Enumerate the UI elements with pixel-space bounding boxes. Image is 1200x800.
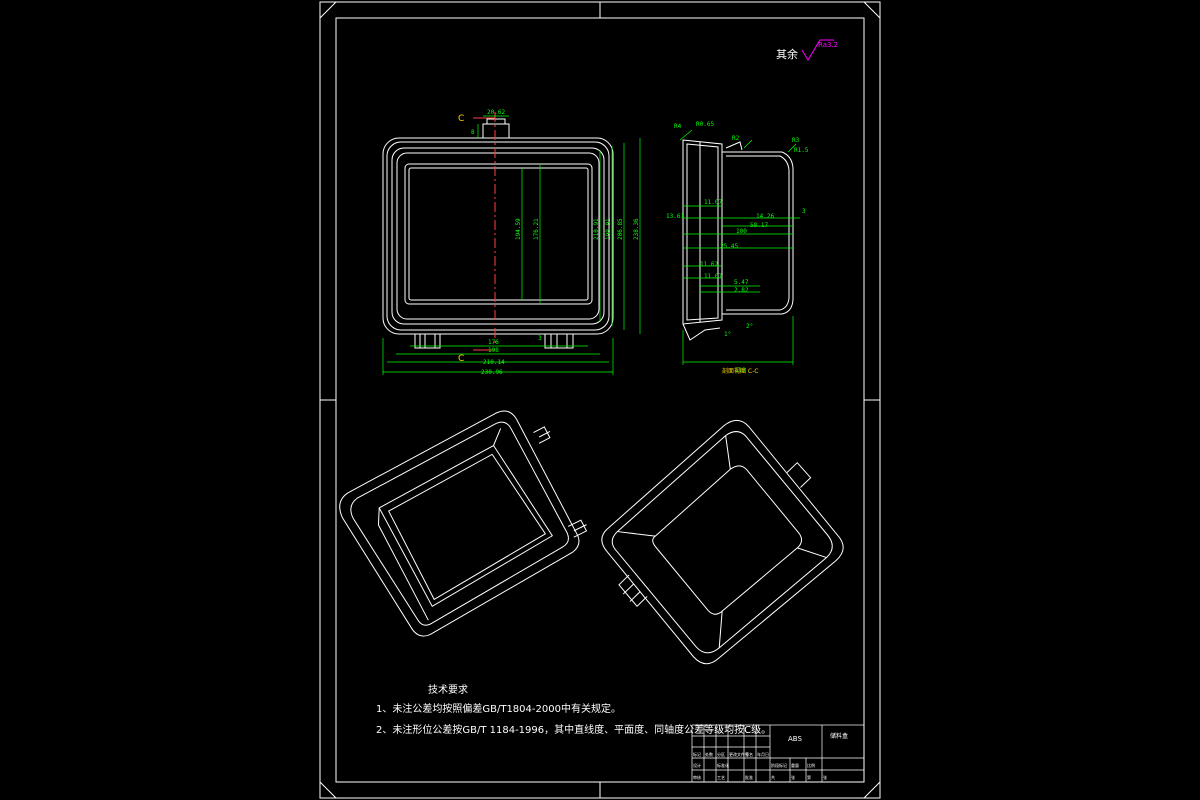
front-dim-labels: 230.96 210.14 198 176 20.62 8 194.59 176… (471, 109, 640, 376)
front-view (382, 118, 614, 349)
title-block-cell: 标记 (693, 751, 701, 757)
title-block-cell: 重量 (791, 762, 799, 768)
dim-width-a: 198 (488, 347, 499, 354)
title-block-cell: 阶段标记 (771, 762, 787, 768)
notes-line-1: 1、未注公差均按照偏差GB/T1804-2000中有关规定。 (376, 702, 621, 715)
part-name: 储料盒 (830, 732, 848, 740)
dim-small: 3 (538, 335, 542, 342)
title-block-cell: 批准 (745, 774, 753, 780)
dim-width-mid: 210.14 (483, 359, 505, 366)
dim-width-outer: 230.96 (481, 369, 503, 376)
dim-h1: 194.59 (515, 218, 522, 240)
notes-line-2: 2、未注形位公差按GB/T 1184-1996，其中直线度、平面度、同轴度公差等… (376, 723, 771, 736)
dim-d5: 100 (736, 228, 747, 235)
title-block-cell: 签名 (745, 751, 753, 757)
title-block-cells: 标记处数分区更改文件号签名年月日设计 标准化 阶段标记重量 比例审核 工艺 批准 共 张 第 张 (693, 751, 827, 780)
dim-a2: 2° (746, 323, 753, 330)
dim-r4: R3 (792, 137, 800, 144)
technical-notes: 技术要求 1、未注公差均按照偏差GB/T1804-2000中有关规定。 2、未注… (376, 683, 771, 736)
dim-r2: R0.65 (696, 121, 714, 128)
material: ABS (788, 735, 802, 743)
side-dim-labels: 113 11.07 13.61 14.26 58.17 100 25.45 11… (666, 121, 809, 375)
dim-d8: 11.07 (704, 273, 722, 280)
title-block-cell: 第 (807, 774, 811, 780)
title-block-cell: 张 (823, 774, 827, 780)
iso-view-bottom (601, 419, 844, 665)
dim-tab-h: 8 (471, 129, 475, 136)
section-mark-top: C (458, 114, 464, 124)
front-dimensions (382, 115, 641, 375)
dim-r3: R2 (732, 135, 740, 142)
dim-r1: R4 (674, 123, 682, 130)
dim-a1: 1° (724, 331, 731, 338)
sheet-border (319, 1, 881, 799)
dim-d9: 5.47 (734, 279, 749, 286)
dim-d10: 2.82 (734, 287, 749, 294)
section-view-caption: 剖面视图 C-C (722, 367, 758, 375)
dim-h5: 206.85 (617, 218, 624, 240)
title-block-cell: 设计 (693, 762, 701, 768)
title-block-cell: 标准化 (717, 762, 729, 768)
dim-d6: 25.45 (720, 243, 738, 250)
dim-width-b: 176 (488, 339, 499, 346)
dim-h6: 238.36 (633, 218, 640, 240)
title-block-cell: 张 (791, 774, 795, 780)
dim-d1: 11.07 (704, 199, 722, 206)
title-block-cell: 分区 (717, 751, 725, 757)
dim-d7: 11.62 (700, 261, 718, 268)
title-block-cell: 处数 (705, 751, 713, 757)
roughness-symbol: 其余 Ra3.2 (776, 39, 838, 61)
title-block (691, 724, 865, 783)
dim-d4: 58.17 (750, 222, 768, 229)
roughness-label: 其余 (776, 47, 798, 61)
section-mark-bottom: C (458, 354, 464, 364)
roughness-value: Ra3.2 (818, 41, 838, 49)
iso-view-open (339, 410, 588, 637)
section-line: C C (458, 112, 496, 364)
dim-d2: 13.61 (666, 213, 684, 220)
title-block-cell: 共 (771, 774, 775, 780)
title-block-cell: 比例 (807, 762, 815, 768)
dim-r5: R1.5 (794, 147, 809, 154)
dim-n3: 3 (802, 208, 806, 215)
dim-tab: 20.62 (487, 109, 505, 116)
title-block-cell: 审核 (693, 774, 701, 780)
side-dimensions (679, 129, 800, 365)
title-block-cell: 工艺 (717, 775, 725, 780)
side-view (682, 139, 794, 341)
dim-h2: 176.21 (533, 218, 540, 240)
dim-depth: 113 (735, 367, 746, 374)
title-block-text: ABS 储料盒 标记处数分区更改文件号签名年月日设计 标准化 阶段标记重量 比例审核 工… (693, 732, 848, 780)
title-block-cell: 年月日 (757, 751, 769, 757)
notes-heading: 技术要求 (428, 683, 468, 696)
dim-h4: 199.91 (605, 218, 612, 240)
dim-h3: 210.91 (593, 218, 600, 240)
title-block-cell: 更改文件号 (729, 751, 749, 757)
dim-d3: 14.26 (756, 213, 774, 220)
